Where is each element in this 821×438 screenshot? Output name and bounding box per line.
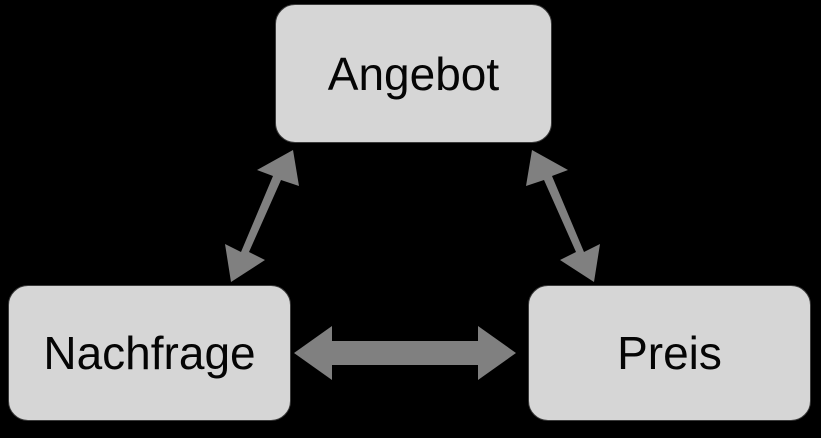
connector-angebot-nachfrage[interactable] — [205, 140, 335, 290]
connector-nachfrage-preis[interactable] — [292, 318, 518, 388]
node-preis[interactable]: Preis — [528, 285, 811, 421]
connector-angebot-preis[interactable] — [490, 140, 620, 290]
node-angebot[interactable]: Angebot — [275, 4, 552, 143]
node-angebot-label: Angebot — [327, 47, 500, 100]
node-nachfrage-label: Nachfrage — [43, 327, 256, 379]
double-headed-arrow-icon — [225, 150, 299, 282]
double-headed-arrow-icon — [294, 326, 516, 380]
node-nachfrage[interactable]: Nachfrage — [8, 285, 291, 421]
node-preis-label: Preis — [617, 327, 722, 379]
double-headed-arrow-icon — [526, 150, 600, 282]
